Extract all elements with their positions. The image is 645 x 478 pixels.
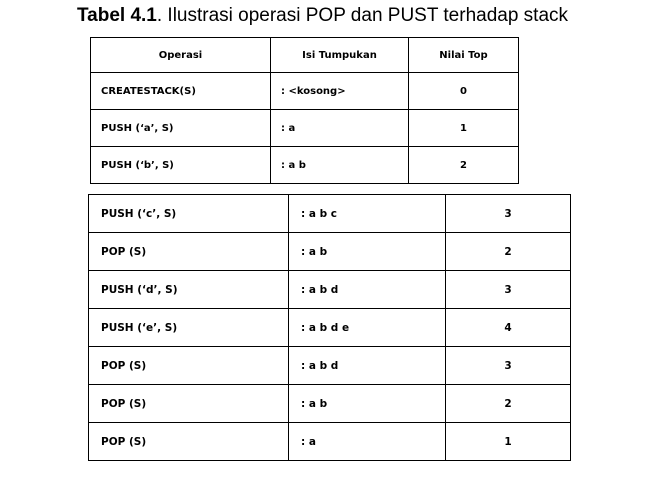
cell-nilai-top: 1	[408, 109, 519, 147]
cell-nilai-top: 1	[445, 422, 571, 461]
table-header-row: Operasi Isi Tumpukan Nilai Top	[90, 37, 519, 73]
table-row: PUSH (‘d’, S) : a b d 3	[88, 270, 571, 309]
cell-nilai-top: 4	[445, 308, 571, 347]
table-row: POP (S) : a b d 3	[88, 346, 571, 385]
cell-operasi: PUSH (‘e’, S)	[88, 308, 289, 347]
cell-operasi: PUSH (‘b’, S)	[90, 146, 271, 184]
cell-nilai-top: 3	[445, 346, 571, 385]
table-caption: Tabel 4.1. Ilustrasi operasi POP dan PUS…	[0, 4, 645, 28]
cell-isi-tumpukan: : a b d e	[288, 308, 446, 347]
cell-isi-tumpukan: : a b c	[288, 194, 446, 233]
table-row: POP (S) : a 1	[88, 422, 571, 461]
header-operasi: Operasi	[90, 37, 271, 73]
cell-nilai-top: 3	[445, 270, 571, 309]
cell-isi-tumpukan: : <kosong>	[270, 72, 409, 110]
cell-operasi: PUSH (‘a’, S)	[90, 109, 271, 147]
stack-table-bottom: PUSH (‘c’, S) : a b c 3 POP (S) : a b 2 …	[88, 194, 571, 461]
cell-isi-tumpukan: : a b	[288, 384, 446, 423]
caption-text: . Ilustrasi operasi POP dan PUST terhada…	[156, 5, 569, 26]
cell-isi-tumpukan: : a b	[288, 232, 446, 271]
table-row: PUSH (‘e’, S) : a b d e 4	[88, 308, 571, 347]
cell-operasi: PUSH (‘d’, S)	[88, 270, 289, 309]
cell-operasi: CREATESTACK(S)	[90, 72, 271, 110]
table-row: CREATESTACK(S) : <kosong> 0	[90, 72, 519, 110]
cell-operasi: POP (S)	[88, 422, 289, 461]
cell-isi-tumpukan: : a	[288, 422, 446, 461]
cell-isi-tumpukan: : a b d	[288, 270, 446, 309]
header-isi-tumpukan: Isi Tumpukan	[270, 37, 409, 73]
table-row: PUSH (‘a’, S) : a 1	[90, 109, 519, 147]
cell-isi-tumpukan: : a b	[270, 146, 409, 184]
cell-isi-tumpukan: : a b d	[288, 346, 446, 385]
table-row: PUSH (‘b’, S) : a b 2	[90, 146, 519, 184]
cell-operasi: PUSH (‘c’, S)	[88, 194, 289, 233]
cell-nilai-top: 3	[445, 194, 571, 233]
cell-operasi: POP (S)	[88, 346, 289, 385]
cell-operasi: POP (S)	[88, 384, 289, 423]
cell-operasi: POP (S)	[88, 232, 289, 271]
table-row: POP (S) : a b 2	[88, 384, 571, 423]
header-nilai-top: Nilai Top	[408, 37, 519, 73]
cell-nilai-top: 2	[445, 232, 571, 271]
cell-nilai-top: 2	[445, 384, 571, 423]
cell-nilai-top: 2	[408, 146, 519, 184]
cell-nilai-top: 0	[408, 72, 519, 110]
cell-isi-tumpukan: : a	[270, 109, 409, 147]
table-row: POP (S) : a b 2	[88, 232, 571, 271]
table-row: PUSH (‘c’, S) : a b c 3	[88, 194, 571, 233]
stack-table-top: Operasi Isi Tumpukan Nilai Top CREATESTA…	[90, 37, 519, 184]
caption-label: Tabel 4.1	[76, 5, 157, 26]
